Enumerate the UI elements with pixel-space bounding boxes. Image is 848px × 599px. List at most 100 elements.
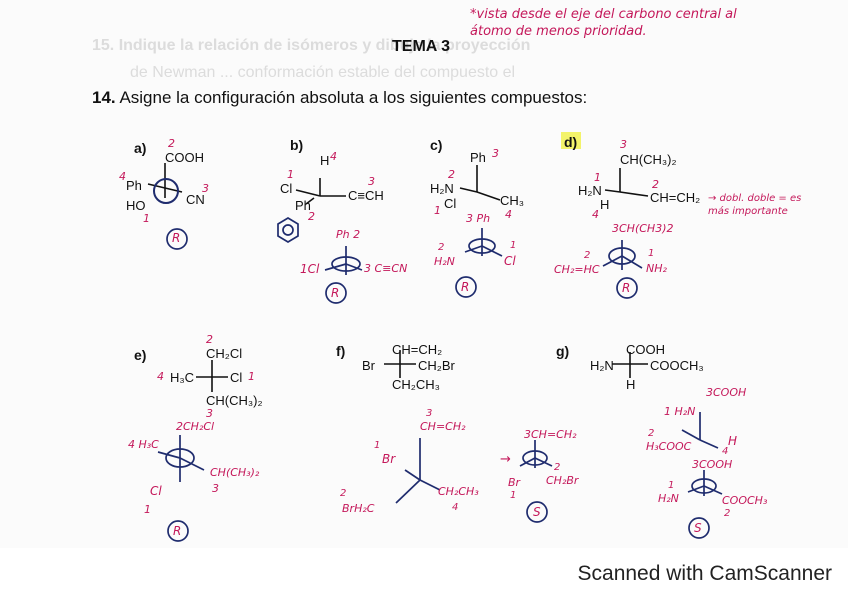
c-answer: R xyxy=(461,280,470,294)
f-sketch-bottom-left: BrH₂C xyxy=(342,502,375,515)
g-sketch-num-right: 4 xyxy=(722,446,729,457)
a-num-top: 2 xyxy=(168,137,175,150)
question-number: 14. xyxy=(92,88,116,107)
e-line2-right: Cl xyxy=(230,370,243,385)
item-g-label: g) xyxy=(556,343,570,359)
g-answer: S xyxy=(694,521,702,535)
item-a-label: a) xyxy=(134,140,147,156)
scanned-page: 15. Indique la relación de isómeros y di… xyxy=(92,7,802,542)
margin-note: *vista desde el eje del carbono central … xyxy=(470,7,737,39)
a-num-bottom: 1 xyxy=(143,212,150,225)
d-sketch-left: CH₂=HC xyxy=(554,263,600,276)
item-b-label: b) xyxy=(290,137,304,153)
question-text: Asigne la configuración absoluta a los s… xyxy=(119,88,588,107)
bleed-line-1: 15. Indique la relación de isómeros y di… xyxy=(92,37,531,54)
a-left-group: Ph xyxy=(126,178,142,193)
page-title: TEMA 3 xyxy=(392,38,451,55)
footer: Scanned with CamScanner xyxy=(0,548,848,599)
d-num-bottom: 4 xyxy=(592,208,599,221)
d-sketch-num-left: 2 xyxy=(584,250,591,261)
f-sketch-num-right: 4 xyxy=(452,502,459,513)
g-sketch-num-left: 2 xyxy=(648,428,655,439)
b-sketch-top: Ph 2 xyxy=(336,228,361,241)
b-num-left: 1 xyxy=(287,168,294,181)
e-answer: R xyxy=(173,524,182,538)
e-num-right: 1 xyxy=(248,370,255,383)
item-d-label: d) xyxy=(564,134,578,150)
b-sketch-right: 3 C≡CN xyxy=(364,262,408,275)
c-sketch-left: H₂N xyxy=(434,255,455,268)
g-sketch-right: H xyxy=(728,434,738,448)
f-arrow: → xyxy=(500,452,511,467)
d-top-group: CH(CH₃)₂ xyxy=(620,152,677,167)
g-sketch-left-top: 1 H₂N xyxy=(664,405,696,418)
e-sketch-right: CH(CH₃)₂ xyxy=(210,466,260,479)
d-num-right: 2 xyxy=(652,178,659,191)
bleed-line-2: de Newman ... conformación estable del c… xyxy=(130,64,516,81)
scanner-watermark: Scanned with CamScanner xyxy=(577,562,832,585)
g-line2-left: H₂N xyxy=(590,358,614,373)
c-right-group: CH₃ xyxy=(500,193,525,208)
e-sketch-num-right: 3 xyxy=(212,482,219,495)
a-top-group: COOH xyxy=(165,150,204,165)
f-answer: S xyxy=(533,505,541,519)
b-left-group: Cl xyxy=(280,181,293,196)
b-bottom-group: Ph xyxy=(295,198,311,213)
question-14: 14. Asigne la configuración absoluta a l… xyxy=(92,88,587,108)
item-c-label: c) xyxy=(430,137,443,153)
g-line2-right: COOCH₃ xyxy=(650,358,704,373)
b-num-top: 4 xyxy=(330,150,337,163)
a-num-right: 3 xyxy=(202,182,209,195)
f-sketch-left: Br xyxy=(382,452,396,466)
g-line1: COOH xyxy=(626,342,665,357)
a-right-group: CN xyxy=(186,192,205,207)
e-sketch-left: 4 H₃C xyxy=(128,438,159,451)
b-num-bottom: 2 xyxy=(308,210,315,223)
e-sketch-bottom: Cl xyxy=(150,484,162,498)
g-sketch2-top: 3COOH xyxy=(692,458,733,471)
b-right-group: C≡CH xyxy=(348,188,384,203)
c-sketch-num-right: 1 xyxy=(510,240,517,251)
a-answer: R xyxy=(172,231,181,245)
g-sketch-top: 3COOH xyxy=(706,386,747,399)
d-right-group: CH=CH₂ xyxy=(650,190,701,205)
d-num-left: 1 xyxy=(594,171,601,184)
e-num-left: 4 xyxy=(157,370,164,383)
d-answer: R xyxy=(622,281,631,295)
c-left-group: H₂N xyxy=(430,181,454,196)
f-sketch2-right: CH₂Br xyxy=(546,474,579,487)
f-sketch-right: CH₂CH₃ xyxy=(438,485,479,498)
g-sketch2-left: H₂N xyxy=(658,492,679,505)
f-sketch2-num-right: 2 xyxy=(554,462,561,473)
d-bottom-group: H xyxy=(600,197,610,212)
c-num-left: 2 xyxy=(448,168,455,181)
f-sketch-top: CH=CH₂ xyxy=(420,420,466,433)
g-sketch2-num-right: 2 xyxy=(724,508,731,519)
d-highlight xyxy=(561,132,581,149)
structure-drawings xyxy=(147,132,723,542)
f-line2-right: CH₂Br xyxy=(418,358,455,373)
f-line3: CH₂CH₃ xyxy=(392,377,440,392)
e-sketch-top: 2CH₂Cl xyxy=(176,420,215,433)
c-bottom-group: Cl xyxy=(444,196,457,211)
d-sketch-num-right: 1 xyxy=(648,248,655,259)
e-line3: CH(CH₃)₂ xyxy=(206,393,263,408)
f-line2-left: Br xyxy=(362,358,375,373)
c-sketch-top: 3 Ph xyxy=(466,212,491,225)
g-sketch-left: H₃COOC xyxy=(646,440,692,453)
e-line2-left: H₃C xyxy=(170,370,195,385)
d-sketch-right: NH₂ xyxy=(646,262,667,275)
c-num-bottom: 1 xyxy=(434,204,441,217)
b-answer: R xyxy=(331,286,340,300)
c-top-group: Ph xyxy=(470,150,486,165)
e-line1: CH₂Cl xyxy=(206,346,243,361)
g-sketch2-num-left: 1 xyxy=(668,480,675,491)
b-sketch-left: 1Cl xyxy=(300,262,320,276)
d-note: → dobl. doble = es más importante xyxy=(708,193,802,217)
b-top-group: H xyxy=(320,153,330,168)
a-num-left: 4 xyxy=(119,170,126,183)
f-line1: CH=CH₂ xyxy=(392,342,443,357)
d-sketch-top: 3CH(CH3)2 xyxy=(612,222,674,235)
g-line3: H xyxy=(626,377,636,392)
e-num-bottom: 3 xyxy=(206,407,213,420)
